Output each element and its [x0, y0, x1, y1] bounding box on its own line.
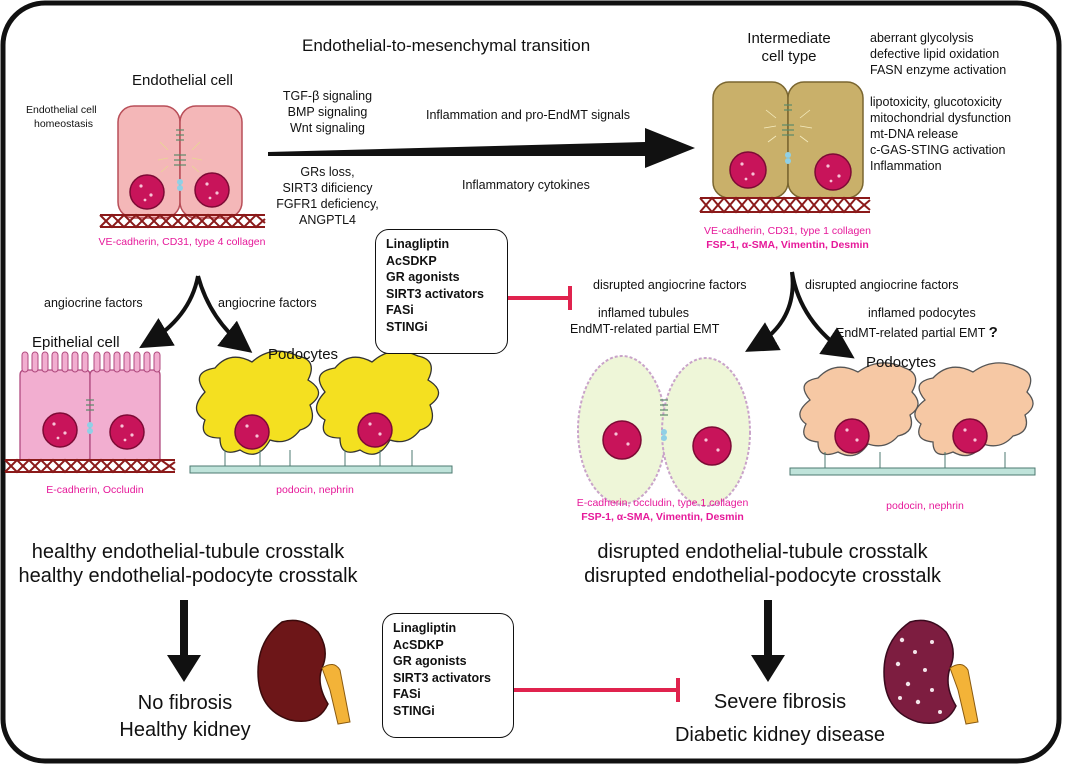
nucleus-icon [109, 414, 145, 450]
healthy-podocytes-illustration [189, 350, 453, 474]
diseased-kidney-icon [883, 619, 979, 725]
nucleus-icon [602, 420, 642, 460]
epithelial-cell-illustration [4, 351, 176, 474]
inflamed-tubules-label: inflamed tubules [598, 306, 690, 320]
angiocrine-factors-left: angiocrine factors [44, 296, 143, 310]
podocytes-label-right: Podocytes [866, 354, 937, 371]
nucleus-icon [814, 153, 852, 191]
endothelial-markers: VE-cadherin, CD31, type 4 collagen [98, 236, 266, 248]
epithelial-markers: E-cadherin, Occludin [46, 484, 144, 496]
nucleus-icon [234, 414, 270, 450]
inhibitor-bottom [514, 678, 680, 702]
epithelial-cell-label: Epithelial cell [32, 334, 120, 351]
disrupted-angiocrine-left: disrupted angiocrine factors [593, 278, 747, 292]
homeostasis-label: Endothelial cell homeostasis [26, 104, 97, 130]
endothelial-cell-illustration [99, 105, 266, 229]
left-branch-arrows [139, 275, 253, 353]
nucleus-icon [194, 172, 230, 208]
intermediate-markers: VE-cadherin, CD31, type 1 collagen FSP-1… [704, 225, 871, 251]
nucleus-icon [129, 174, 165, 210]
podocyte-markers-left: podocin, nephrin [276, 484, 354, 496]
endmt-arrow [268, 128, 695, 168]
healthy-kidney-icon [257, 619, 351, 725]
partial-emt-right: EndMT-related partial EMT ? [836, 324, 998, 341]
partial-emt-left: EndMT-related partial EMT [570, 322, 720, 336]
inflammation-signals-label: Inflammation and pro-EndMT signals [426, 108, 631, 122]
tubule-markers: E-cadherin, occludin, type 1 collagen FS… [576, 497, 749, 523]
right-branch-arrows [745, 271, 855, 359]
nucleus-icon [952, 418, 988, 454]
endothelial-cell-label: Endothelial cell [132, 72, 233, 89]
nucleus-icon [834, 418, 870, 454]
inflammatory-cytokines-label: Inflammatory cytokines [462, 178, 590, 192]
nucleus-icon [42, 412, 78, 448]
outcome-arrows [167, 600, 785, 682]
disrupted-angiocrine-right: disrupted angiocrine factors [805, 278, 959, 292]
inflamed-podocytes-illustration [789, 362, 1036, 476]
nucleus-icon [357, 412, 393, 448]
nucleus-icon [692, 426, 732, 466]
intermediate-cell-illustration [699, 81, 871, 214]
inhibitor-top [508, 286, 572, 310]
inflamed-podocytes-label: inflamed podocytes [868, 306, 976, 320]
nucleus-icon [729, 151, 767, 189]
podocyte-markers-right: podocin, nephrin [886, 500, 964, 512]
podocytes-label-left: Podocytes [268, 346, 339, 363]
angiocrine-factors-right: angiocrine factors [218, 296, 317, 310]
diagram-title: Endothelial-to-mesenchymal transition [302, 36, 591, 55]
inflamed-tubule-illustration [577, 355, 751, 507]
